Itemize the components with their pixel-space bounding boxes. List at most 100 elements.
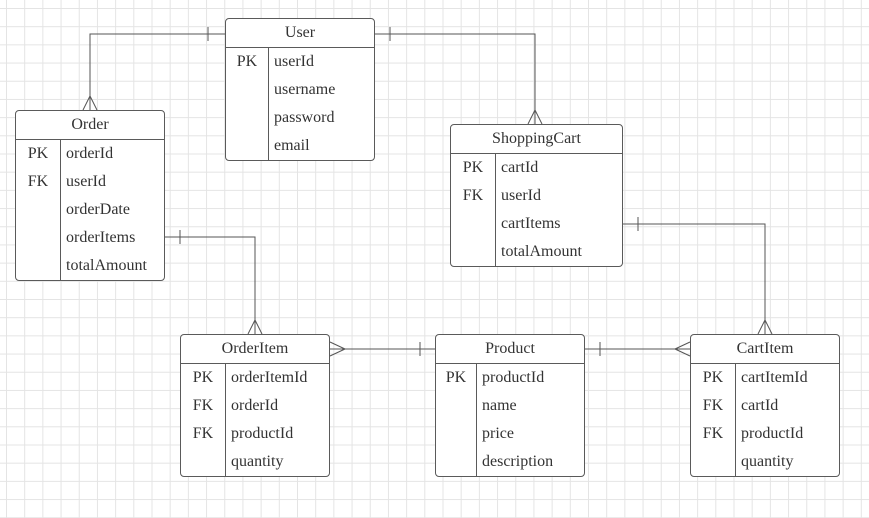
attribute-row[interactable]: name: [436, 392, 584, 420]
attribute-row[interactable]: quantity: [691, 448, 839, 476]
attribute-key: PK: [462, 159, 484, 176]
many-cardinality-marker: [247, 319, 263, 335]
relationship-user-shoppingcart: [375, 27, 543, 125]
attribute-name: cartId: [741, 397, 779, 414]
attribute-key: FK: [27, 173, 49, 190]
attribute-row[interactable]: FK productId: [181, 420, 329, 448]
many-cardinality-marker: [329, 341, 346, 357]
attribute-row[interactable]: orderDate: [16, 196, 164, 224]
attribute-row[interactable]: totalAmount: [16, 252, 164, 280]
many-cardinality-marker: [674, 341, 691, 357]
attribute-row[interactable]: cartItems: [451, 210, 622, 238]
attribute-key: FK: [192, 397, 214, 414]
attribute-row[interactable]: PK orderId: [16, 140, 164, 168]
attribute-row[interactable]: FK userId: [451, 182, 622, 210]
attribute-key: FK: [702, 397, 724, 414]
attribute-name: totalAmount: [66, 257, 147, 274]
entity-attributes: PK userId username password email: [226, 48, 374, 160]
attribute-name: email: [274, 137, 310, 154]
relationship-line: [375, 33, 536, 124]
key-column-divider: [268, 48, 269, 160]
entity-title: ShoppingCart: [451, 125, 622, 154]
attribute-row[interactable]: PK cartItemId: [691, 364, 839, 392]
attribute-name: price: [482, 425, 514, 442]
attribute-row[interactable]: FK userId: [16, 168, 164, 196]
relationship-product-cartitem: [585, 341, 691, 357]
attribute-row[interactable]: FK cartId: [691, 392, 839, 420]
attribute-row[interactable]: quantity: [181, 448, 329, 476]
attribute-row[interactable]: price: [436, 420, 584, 448]
key-column-divider: [60, 140, 61, 280]
entity-title: Order: [16, 111, 164, 140]
attribute-name: totalAmount: [501, 243, 582, 260]
attribute-key: FK: [462, 187, 484, 204]
attribute-key: FK: [192, 425, 214, 442]
entity-title: User: [226, 19, 374, 48]
many-cardinality-marker: [757, 319, 773, 335]
attribute-name: quantity: [741, 453, 794, 470]
attribute-row[interactable]: email: [226, 132, 374, 160]
attribute-row[interactable]: FK orderId: [181, 392, 329, 420]
attribute-key: PK: [445, 369, 467, 386]
attribute-name: orderItems: [66, 229, 136, 246]
relationship-line: [165, 236, 256, 334]
attribute-name: userId: [66, 173, 106, 190]
attribute-name: cartItemId: [741, 369, 808, 386]
entity-title: CartItem: [691, 335, 839, 364]
many-cardinality-marker: [527, 109, 543, 125]
attribute-name: userId: [274, 53, 314, 70]
relationship-shoppingcart-cartitem: [623, 217, 773, 335]
key-column-divider: [735, 364, 736, 476]
attribute-row[interactable]: FK productId: [691, 420, 839, 448]
attribute-row[interactable]: PK orderItemId: [181, 364, 329, 392]
attribute-key: PK: [27, 145, 49, 162]
key-column-divider: [495, 154, 496, 266]
relationship-product-orderitem: [329, 341, 435, 357]
attribute-key: PK: [702, 369, 724, 386]
many-cardinality-marker: [82, 95, 98, 111]
attribute-name: cartId: [501, 159, 539, 176]
attribute-name: username: [274, 81, 336, 98]
attribute-name: orderId: [66, 145, 114, 162]
attribute-name: productId: [231, 425, 294, 442]
attribute-name: orderItemId: [231, 369, 308, 386]
relationship-order-orderitem: [165, 230, 263, 335]
attribute-name: password: [274, 109, 335, 126]
entity-attributes: PK productId name price description: [436, 364, 584, 476]
attribute-name: userId: [501, 187, 541, 204]
attribute-row[interactable]: PK cartId: [451, 154, 622, 182]
attribute-row[interactable]: orderItems: [16, 224, 164, 252]
attribute-row[interactable]: PK productId: [436, 364, 584, 392]
attribute-key: PK: [192, 369, 214, 386]
attribute-row[interactable]: PK userId: [226, 48, 374, 76]
relationship-line: [623, 223, 766, 334]
entity-title: Product: [436, 335, 584, 364]
attribute-name: productId: [741, 425, 804, 442]
attribute-row[interactable]: description: [436, 448, 584, 476]
attribute-name: orderDate: [66, 201, 130, 218]
attribute-name: description: [482, 453, 554, 470]
key-column-divider: [476, 364, 477, 476]
attribute-row[interactable]: totalAmount: [451, 238, 622, 266]
attribute-name: cartItems: [501, 215, 561, 232]
attribute-name: orderId: [231, 397, 279, 414]
relationship-user-order: [82, 27, 225, 111]
attribute-key: FK: [702, 425, 724, 442]
attribute-name: quantity: [231, 453, 284, 470]
attribute-row[interactable]: password: [226, 104, 374, 132]
attribute-key: PK: [236, 53, 258, 70]
attribute-row[interactable]: username: [226, 76, 374, 104]
attribute-name: productId: [482, 369, 545, 386]
